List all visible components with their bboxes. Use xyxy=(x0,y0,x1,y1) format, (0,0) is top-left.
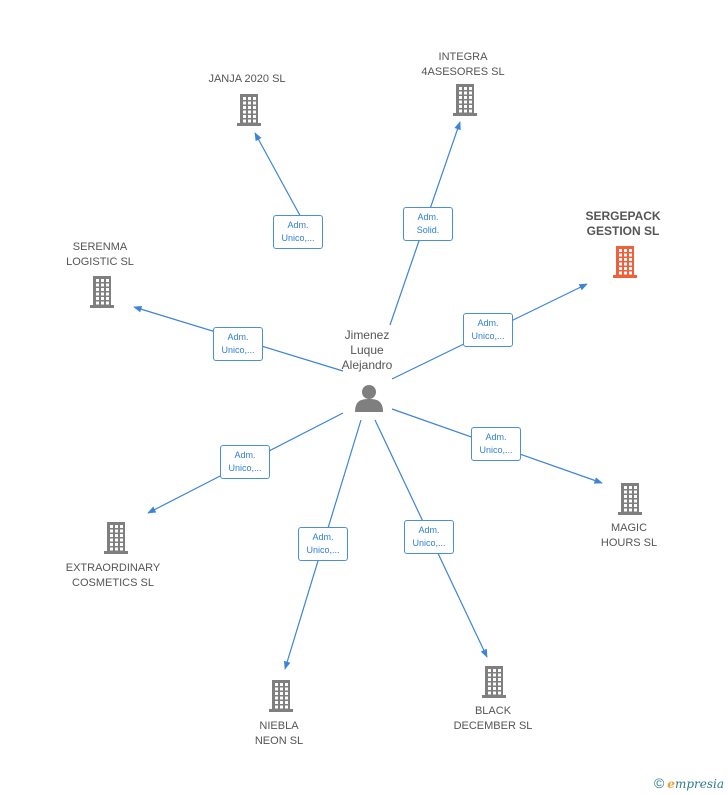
person-icon[interactable] xyxy=(355,385,383,412)
building-icon-extra[interactable] xyxy=(104,522,128,554)
copyright-icon: © xyxy=(653,775,665,791)
role-badge-black[interactable]: Adm. Unico,... xyxy=(404,520,454,554)
role-badge-magic[interactable]: Adm. Unico,... xyxy=(471,427,521,461)
building-icon-magic[interactable] xyxy=(618,483,642,515)
building-icon-janja[interactable] xyxy=(237,94,261,126)
building-icon-integra[interactable] xyxy=(453,84,477,116)
company-name-integra[interactable]: INTEGRA 4ASESORES SL xyxy=(421,51,505,78)
role-badge-janja[interactable]: Adm. Unico,... xyxy=(273,215,323,249)
company-name-janja[interactable]: JANJA 2020 SL xyxy=(208,73,286,85)
company-name-niebla[interactable]: NIEBLA NEON SL xyxy=(254,720,304,747)
company-name-magic[interactable]: MAGIC HOURS SL xyxy=(600,522,658,549)
footer-brand: ©empresia xyxy=(654,775,724,791)
company-name-serenma[interactable]: SERENMA LOGISTIC SL xyxy=(66,241,134,268)
company-name-black[interactable]: BLACK DECEMBER SL xyxy=(453,705,533,732)
building-icon-serenma[interactable] xyxy=(90,276,114,308)
role-badge-sergepack[interactable]: Adm. Unico,... xyxy=(463,313,513,347)
role-badge-serenma[interactable]: Adm. Unico,... xyxy=(213,327,263,361)
brand-logo: empresia xyxy=(667,777,724,791)
person-name[interactable]: Jimenez Luque Alejandro xyxy=(341,328,393,372)
company-name-extra[interactable]: EXTRAORDINARY COSMETICS SL xyxy=(65,562,161,589)
role-badge-integra[interactable]: Adm. Solid. xyxy=(403,207,453,241)
building-icon-niebla[interactable] xyxy=(269,680,293,712)
role-badge-niebla[interactable]: Adm. Unico,... xyxy=(298,527,348,561)
role-badge-extra[interactable]: Adm. Unico,... xyxy=(220,445,270,479)
company-name-sergepack[interactable]: SERGEPACK GESTION SL xyxy=(585,209,661,238)
building-icon-sergepack[interactable] xyxy=(613,246,637,278)
building-icon-black[interactable] xyxy=(482,666,506,698)
